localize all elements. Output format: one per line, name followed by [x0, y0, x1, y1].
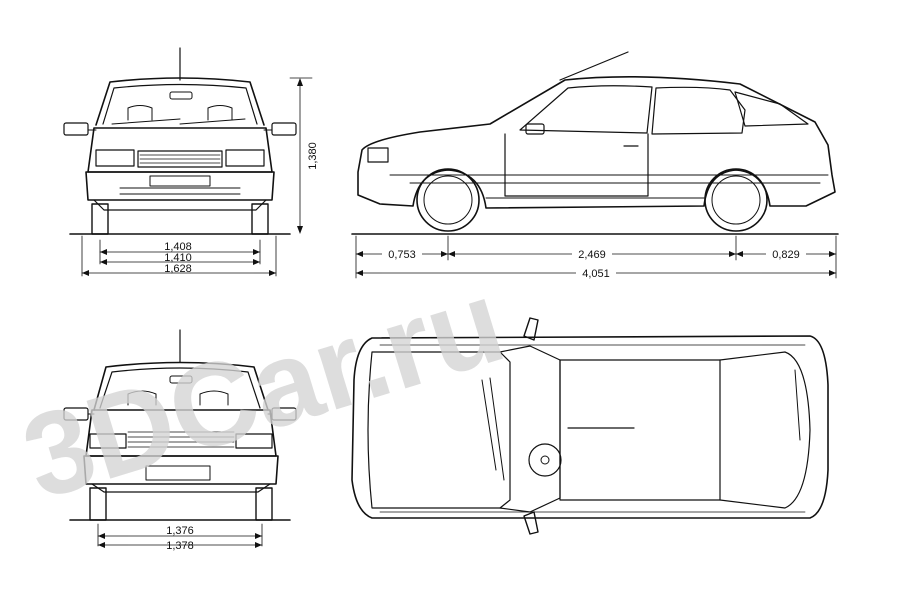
front-height-label: 1,380 [307, 142, 319, 170]
front-overall-width-label: 1,628 [164, 263, 192, 275]
front-view: 1,380 1,408 1,410 1,628 [63, 47, 319, 277]
side-wheelbase-label: 2,469 [578, 249, 606, 261]
top-view [351, 317, 829, 535]
side-view: 0,753 2,469 0,829 4,051 [351, 51, 839, 280]
rear-width-label: 1,378 [166, 540, 194, 552]
front-track-label: 1,408 [164, 241, 192, 253]
side-front-overhang-label: 0,753 [388, 249, 416, 261]
rear-track-label: 1,376 [166, 525, 194, 537]
side-rear-overhang-label: 0,829 [772, 249, 800, 261]
rear-view: 1,376 1,378 [63, 329, 297, 552]
front-width-label: 1,410 [164, 252, 192, 264]
side-length-label: 4,051 [582, 268, 610, 280]
